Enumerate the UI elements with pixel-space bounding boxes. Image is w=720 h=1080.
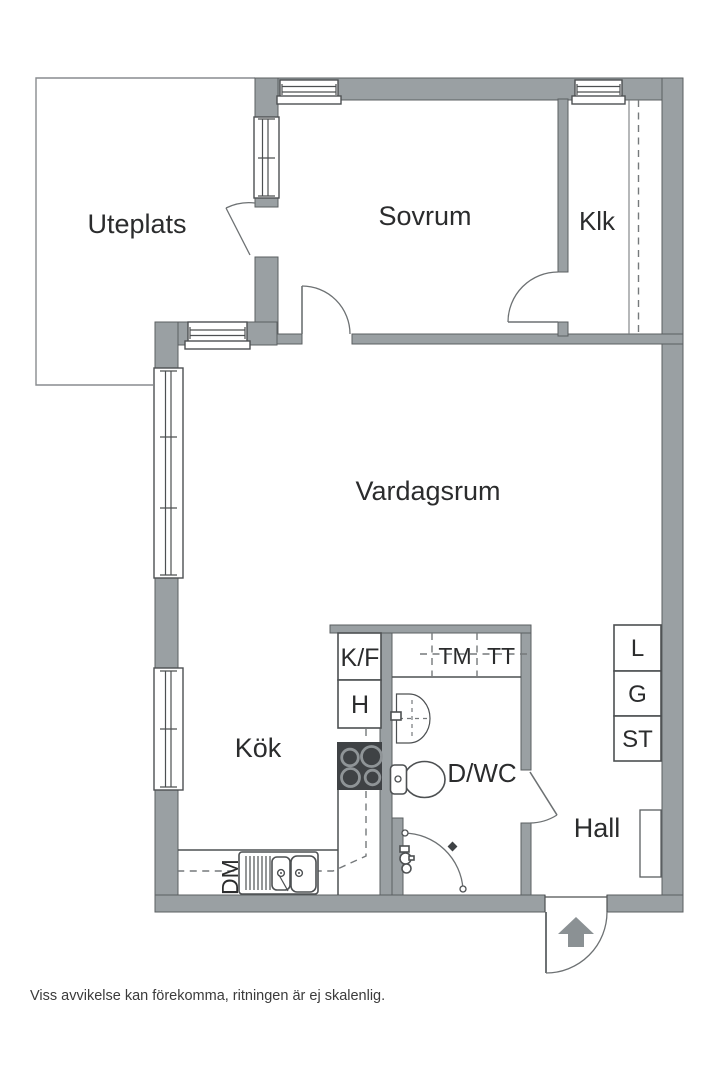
label-washing-machine: TM [438, 643, 471, 669]
klk-closet-lines [628, 100, 640, 334]
walls [154, 77, 684, 913]
wall-left-mid [154, 577, 179, 669]
label-dryer: TT [487, 643, 515, 669]
hall-cabinet [639, 809, 662, 878]
entrance [544, 895, 608, 974]
kitchen [178, 632, 383, 895]
door-terrace [225, 202, 256, 256]
closet-l-box [613, 624, 662, 672]
closet-st-box [613, 715, 662, 762]
wall-interior-b [351, 333, 684, 345]
wall-bedroom-left-a [254, 77, 279, 118]
room-label-kok: Kök [235, 733, 282, 763]
window-bedroom-left [253, 116, 280, 199]
wall-divider-sovrum-klk [557, 98, 569, 273]
window-klk-top [571, 79, 626, 105]
bathroom [389, 633, 528, 893]
wall-left-corner [154, 321, 179, 369]
label-closet-st: ST [622, 726, 653, 753]
wall-bedroom-left-b [254, 197, 279, 208]
disclaimer-text: Viss avvikelse kan förekomma, ritningen … [30, 988, 385, 1004]
door-sovrum [301, 285, 351, 335]
room-label-uteplats: Uteplats [87, 209, 186, 239]
room-label-sovrum: Sovrum [378, 201, 471, 231]
room-label-vardagsrum: Vardagsrum [355, 476, 500, 506]
washbasin [390, 693, 431, 744]
wall-bottom-left [154, 894, 546, 913]
shower [399, 829, 467, 893]
label-closet-l: L [631, 635, 644, 662]
laundry-dashed-lines [420, 633, 528, 676]
wall-right [661, 77, 684, 913]
hall-closets [613, 624, 662, 878]
windows [153, 79, 626, 791]
room-label-dwc: D/WC [447, 758, 516, 788]
patio-outline [35, 77, 255, 386]
entrance-door-swing [545, 911, 608, 974]
stove [337, 742, 383, 790]
kitchen-counter-edge [178, 790, 339, 895]
wall-bath-top [329, 624, 532, 634]
cabinet-h-box [337, 679, 382, 729]
shower-valve-icon [399, 845, 415, 874]
wall-bath-right-a [520, 632, 532, 771]
kitchen-sink [238, 851, 319, 895]
wall-bottom-right [606, 894, 684, 913]
label-cabinet-h: H [351, 691, 369, 719]
window-livingroom-left-1 [153, 367, 184, 579]
label-fridge-freezer: K/F [341, 644, 380, 672]
doors [225, 202, 559, 824]
door-klk [507, 271, 559, 323]
toilet [389, 760, 446, 799]
label-closet-g: G [628, 681, 647, 708]
window-livingroom-top [184, 321, 251, 350]
label-dishwasher: DM [217, 859, 243, 895]
wall-interior-a [276, 333, 303, 345]
shower-curtain-marker [447, 841, 458, 852]
window-sovrum-top [276, 79, 342, 105]
wall-bath-right-b [520, 822, 532, 896]
room-label-hall: Hall [574, 813, 621, 843]
wall-left-low [154, 789, 179, 896]
window-kitchen-left [153, 667, 184, 791]
wall-livingroom-top-b [246, 321, 278, 346]
wall-divider-stub [557, 321, 569, 337]
entrance-arrow-icon [558, 917, 594, 947]
entrance-opening [545, 895, 607, 912]
room-label-klk: Klk [579, 206, 616, 236]
door-bathroom [529, 771, 558, 824]
